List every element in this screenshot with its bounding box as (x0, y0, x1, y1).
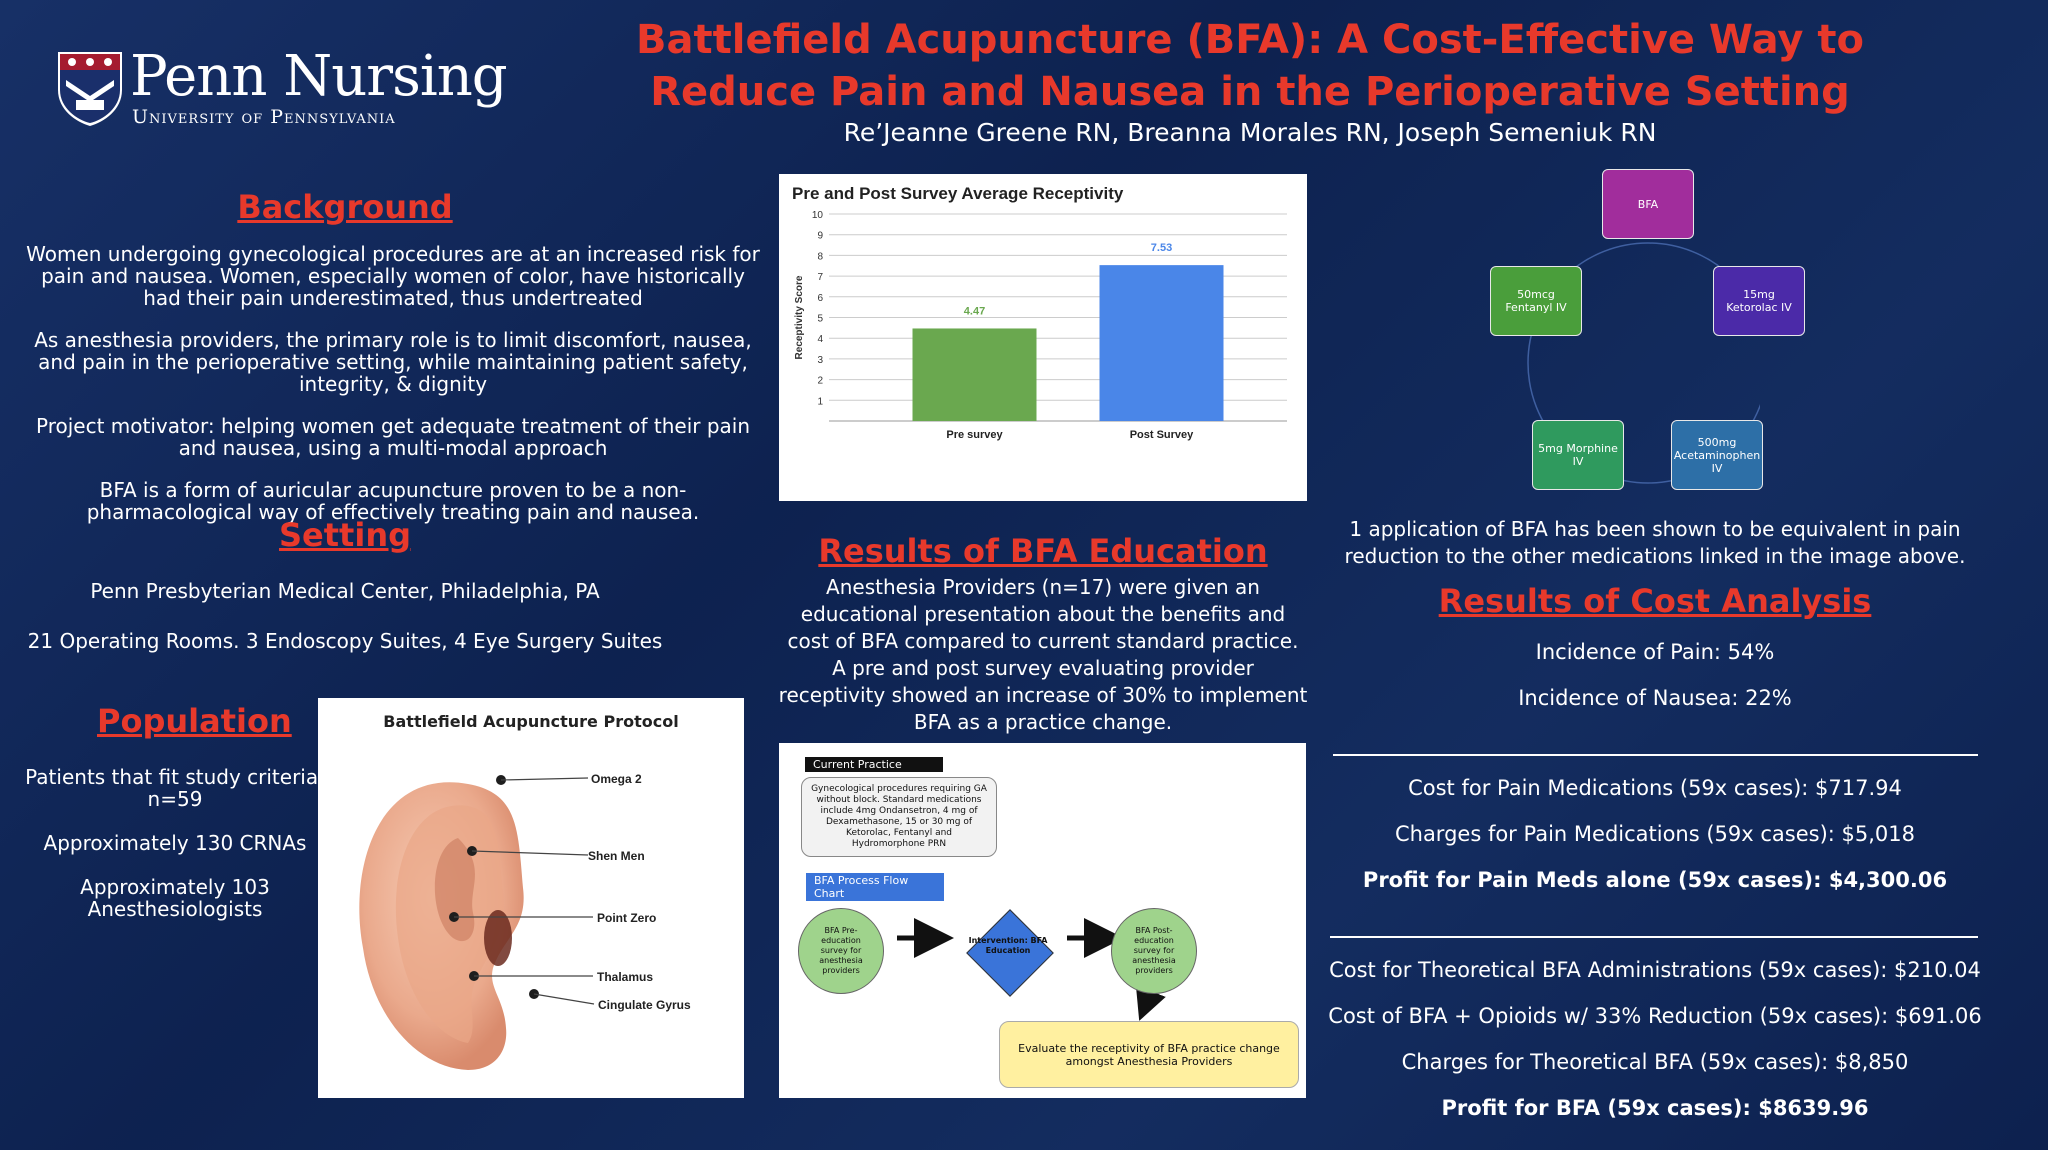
ear-label-shen-men: Shen Men (588, 849, 645, 863)
pain-med-profit: Profit for Pain Meds alone (59x cases): … (1362, 868, 1948, 892)
population-item: Approximately 103 Anesthesiologists (80, 875, 270, 921)
population-heading: Population (97, 702, 292, 740)
bar (1099, 265, 1224, 421)
cost-analysis-heading: Results of Cost Analysis (1438, 582, 1872, 620)
flow-step-pre-survey: BFA Pre-education survey for anesthesia … (798, 908, 884, 994)
receptivity-chart: Pre and Post Survey Average Receptivity 1… (779, 174, 1307, 501)
y-tick-label: 7 (817, 272, 823, 283)
incidence-pain: Incidence of Pain: 54% (1535, 640, 1775, 664)
poster-title: Battlefield Acupuncture (BFA): A Cost-Ef… (636, 17, 1864, 115)
cycle-node-bfa: BFA (1602, 169, 1694, 239)
results-education-heading: Results of BFA Education (818, 532, 1268, 570)
y-axis-label: Receptivity Score (794, 275, 805, 359)
background-paragraph: Project motivator: helping women get ade… (35, 414, 751, 460)
ear-illustration: Omega 2 Shen Men Point Zero Thalamus Cin… (359, 772, 691, 1070)
flow-step-intervention: Intervention: BFA Education (965, 908, 1054, 997)
population-item: Approximately 130 CRNAs (43, 831, 307, 855)
population-list: Patients that fit study criteria: n=59 A… (20, 766, 330, 942)
ear-figure: Omega 2 Shen Men Point Zero Thalamus Cin… (318, 698, 744, 1098)
y-tick-label: 8 (817, 251, 823, 262)
x-tick-label: Post Survey (1130, 429, 1194, 441)
background-paragraph: Women undergoing gynecological procedure… (26, 242, 760, 310)
flow-step-post-survey: BFA Post-education survey for anesthesia… (1111, 908, 1197, 994)
cycle-node-fentanyl: 50mcg Fentanyl IV (1490, 266, 1582, 336)
ear-label-point-zero: Point Zero (597, 911, 656, 925)
x-tick-label: Pre survey (946, 429, 1003, 441)
background-paragraph: BFA is a form of auricular acupuncture p… (86, 478, 700, 524)
results-education-text: Anesthesia Providers (n=17) were given a… (778, 575, 1308, 734)
ear-label-thalamus: Thalamus (597, 970, 653, 984)
divider (1333, 754, 1978, 756)
pain-med-charges: Charges for Pain Medications (59x cases)… (1394, 822, 1916, 846)
process-flow-label: BFA Process Flow Chart (806, 873, 944, 901)
setting-heading: Setting (279, 516, 411, 554)
y-tick-label: 6 (817, 293, 823, 304)
data-label: 4.47 (964, 305, 985, 317)
ear-figure-title: Battlefield Acupuncture Protocol (383, 712, 679, 731)
intervention-label: Intervention: BFA Education (968, 936, 1048, 955)
background-heading: Background (237, 188, 453, 226)
data-label: 7.53 (1151, 242, 1172, 254)
bar (912, 328, 1037, 421)
setting-rooms: 21 Operating Rooms. 3 Endoscopy Suites, … (27, 629, 663, 653)
y-tick-label: 2 (817, 376, 823, 387)
cycle-node-ketorolac: 15mg Ketorolac IV (1713, 266, 1805, 336)
pain-med-cost: Cost for Pain Medications (59x cases): $… (1408, 776, 1902, 800)
bfa-profit: Profit for BFA (59x cases): $8639.96 (1441, 1096, 1869, 1120)
population-item: Patients that fit study criteria: n=59 (25, 765, 325, 811)
y-tick-label: 1 (817, 396, 823, 407)
poster-authors: Re’Jeanne Greene RN, Breanna Morales RN,… (843, 118, 1657, 147)
cycle-node-acetaminophen: 500mg Acetaminophen IV (1671, 420, 1763, 490)
y-tick-label: 9 (817, 231, 823, 242)
receptivity-bar-chart: Pre and Post Survey Average Receptivity 1… (792, 184, 1287, 441)
cycle-ring (1527, 242, 1760, 484)
bfa-charges: Charges for Theoretical BFA (59x cases):… (1401, 1050, 1909, 1074)
cycle-node-morphine: 5mg Morphine IV (1532, 420, 1624, 490)
ear-label-cingulate-gyrus: Cingulate Gyrus (598, 998, 691, 1012)
logo-name: Penn Nursing (130, 44, 508, 109)
background-paragraph: As anesthesia providers, the primary rol… (34, 328, 752, 396)
cycle-caption: 1 application of BFA has been shown to b… (1344, 517, 1966, 568)
setting-location: Penn Presbyterian Medical Center, Philad… (90, 579, 600, 603)
current-practice-box: Gynecological procedures requiring GA wi… (801, 777, 997, 857)
y-tick-label: 10 (812, 210, 824, 221)
bfa-admin-cost: Cost for Theoretical BFA Administrations… (1329, 958, 1981, 982)
incidence-nausea: Incidence of Nausea: 22% (1518, 686, 1792, 710)
penn-nursing-logo: Penn Nursing University of Pennsylvania (56, 44, 508, 134)
bfa-opioid-cost: Cost of BFA + Opioids w/ 33% Reduction (… (1328, 1004, 1982, 1028)
background-text: Women undergoing gynecological procedure… (22, 243, 764, 543)
flow-final-step: Evaluate the receptivity of BFA practice… (999, 1021, 1299, 1088)
chart-title: Pre and Post Survey Average Receptivity (792, 184, 1124, 203)
y-tick-label: 5 (817, 314, 823, 325)
current-practice-label: Current Practice (805, 757, 943, 772)
bfa-flow-chart: Current Practice Gynecological procedure… (779, 743, 1306, 1098)
y-tick-label: 3 (817, 355, 823, 366)
logo-subtitle: University of Pennsylvania (132, 106, 396, 128)
divider (1330, 936, 1978, 938)
ear-label-omega-2: Omega 2 (591, 772, 642, 786)
penn-shield-icon (58, 52, 122, 126)
y-tick-label: 4 (817, 334, 823, 345)
